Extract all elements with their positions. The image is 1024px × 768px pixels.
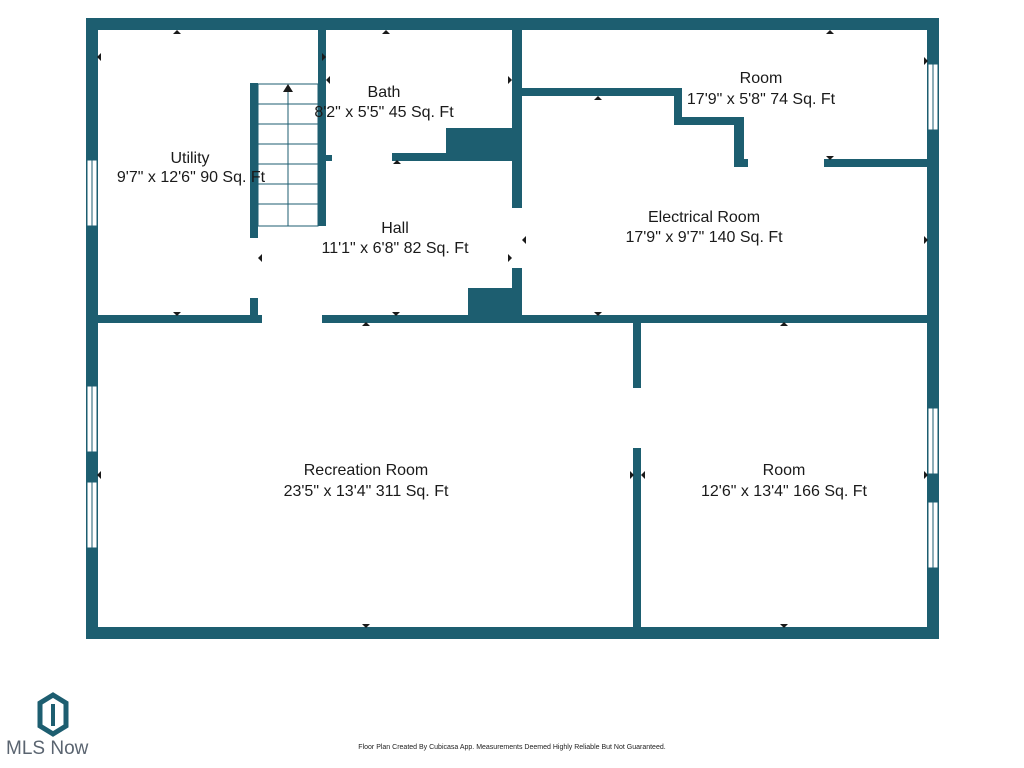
utility-name: Utility bbox=[170, 150, 209, 167]
wall-roomtop-a bbox=[522, 88, 682, 96]
stair-arrow-icon bbox=[283, 84, 293, 92]
outer-wall-right bbox=[927, 18, 939, 639]
mls-logo-icon bbox=[37, 692, 69, 737]
utility-dims: 9'7" x 12'6" 90 Sq. Ft bbox=[117, 169, 266, 186]
recreation-name: Recreation Room bbox=[304, 462, 429, 479]
stairs bbox=[257, 83, 319, 227]
windows bbox=[86, 63, 939, 569]
wall-stair-left bbox=[250, 83, 258, 238]
bath-name: Bath bbox=[368, 84, 401, 101]
mls-now-text: MLS Now bbox=[6, 738, 89, 759]
chase-bottom bbox=[468, 288, 518, 318]
bath-dims: 8'2" x 5'5" 45 Sq. Ft bbox=[314, 104, 454, 121]
wall-roomtop-f bbox=[824, 159, 927, 167]
electrical-dims: 17'9" x 9'7" 140 Sq. Ft bbox=[625, 229, 783, 246]
hall-name: Hall bbox=[381, 220, 409, 237]
chase-top bbox=[446, 128, 514, 161]
wall-roomtop-c bbox=[674, 117, 744, 125]
wall-utility-bath bbox=[318, 30, 326, 226]
room-top-dims: 17'9" x 5'8" 74 Sq. Ft bbox=[687, 91, 836, 108]
hall-dims: 11'1" x 6'8" 82 Sq. Ft bbox=[321, 240, 469, 257]
wall-roomtop-e bbox=[734, 159, 748, 167]
outer-wall-top bbox=[86, 18, 939, 30]
outer-wall-bottom bbox=[86, 627, 939, 639]
mls-now-logo: MLS Now bbox=[6, 692, 89, 759]
wall-mid-left bbox=[98, 315, 262, 323]
wall-bath-bottom-left bbox=[326, 155, 332, 161]
walls bbox=[86, 18, 939, 639]
recreation-dims: 23'5" x 13'4" 311 Sq. Ft bbox=[284, 483, 449, 500]
room-bottom-name: Room bbox=[763, 462, 806, 479]
wall-rec-right-top bbox=[633, 323, 641, 388]
room-top-name: Room bbox=[740, 70, 783, 87]
wall-roomtop-d bbox=[734, 117, 744, 167]
wall-mid-right bbox=[322, 315, 927, 323]
room-bottom-dims: 12'6" x 13'4" 166 Sq. Ft bbox=[701, 483, 868, 500]
room-labels: Utility 9'7" x 12'6" 90 Sq. Ft Bath 8'2"… bbox=[117, 70, 868, 500]
wall-rec-right-bottom bbox=[633, 448, 641, 627]
wall-roomtop-b bbox=[674, 88, 682, 124]
electrical-name: Electrical Room bbox=[648, 209, 760, 226]
disclaimer: Floor Plan Created By Cubicasa App. Meas… bbox=[358, 744, 665, 751]
wall-stair-left-low bbox=[250, 298, 258, 315]
wall-bath-right bbox=[512, 30, 522, 208]
dimension-ticks bbox=[97, 30, 928, 628]
